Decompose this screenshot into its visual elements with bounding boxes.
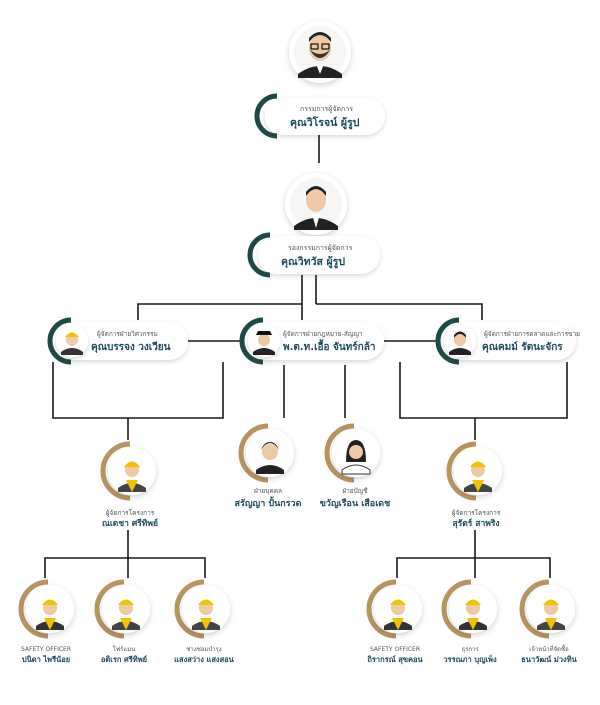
deputy-avatar [285, 173, 347, 235]
female-worker-icon [459, 599, 487, 630]
s1-name: ปนิดา ไพรีน้อย [22, 654, 70, 664]
police-officer-icon [253, 331, 275, 355]
s2-avatar [94, 579, 150, 639]
pm1-avatar [100, 441, 156, 501]
s3-name: แสงสว่าง แสงสอน [174, 655, 235, 664]
hr-title: ฝ่ายบุคคล [254, 487, 282, 495]
deputy-title: รองกรรมการผู้จัดการ [288, 244, 353, 252]
acc-avatar [324, 423, 380, 483]
female-worker-icon [384, 599, 412, 630]
ceo-title: กรรมการผู้จัดการ [300, 105, 353, 113]
s5-avatar [441, 579, 497, 639]
s4-avatar [366, 579, 422, 639]
female-worker-icon [36, 599, 64, 630]
s1-avatar [18, 579, 74, 639]
engineer-icon [61, 332, 83, 355]
pm2-title: ผู้จัดการโครงการ [452, 509, 501, 517]
eng-manager-title: ผู้จัดการฝ่ายวิศวกรรม [97, 330, 158, 338]
hr-name: สรัญญา ปั้นกรวด [235, 496, 302, 509]
worker-icon [464, 461, 492, 492]
worker-icon [118, 461, 146, 492]
deputy-name: คุณวิทวัส ผู้รูป [281, 255, 345, 269]
s2-name: อติเรก ศรีทิพย์ [101, 655, 147, 664]
ceo-name: คุณวิโรจน์ ผู้รูป [290, 116, 360, 130]
eng-manager-name: คุณบรรจง วงเวียน [91, 341, 171, 353]
s4-title: SAFETY OFFICER [370, 646, 420, 653]
worker-icon [112, 599, 140, 630]
businessman-icon [290, 178, 342, 230]
acc-title: ฝ่ายบัญชี [342, 487, 368, 495]
hr-avatar [238, 423, 294, 483]
s5-name: วรรณภา บุญเพ็ง [443, 654, 497, 664]
pm1-name: ณเดชา ศรีทิพย์ [102, 518, 158, 529]
s6-name: ธนาวัฒน์ ม่วงทิน [521, 655, 577, 664]
legal-manager-title: ผู้จัดการฝ่ายกฎหมาย-สัญญา [283, 330, 363, 338]
ceo-avatar [289, 21, 351, 83]
s5-title: ธุรการ [461, 646, 479, 653]
mkt-manager-card [435, 317, 576, 365]
bearded-man-icon [294, 26, 346, 78]
pm2-avatar [446, 441, 502, 501]
mkt-manager-name: คุณคมม์ รัตนะจักร [482, 341, 563, 353]
legal-manager-name: พ.ต.ท.เอื้อ จันทร์กล้า [283, 339, 375, 353]
s4-name: ถิรากรณ์ สุขคอน [367, 655, 424, 664]
ceo-card [254, 93, 385, 139]
manager-icon [449, 331, 471, 355]
mkt-manager-title: ผู้จัดการฝ่ายการตลาดและการขาย [484, 330, 580, 338]
worker-icon [192, 599, 220, 630]
s6-title: เจ้าหน้าที่จัดซื้อ [529, 643, 569, 653]
worker-icon [537, 599, 565, 630]
s1-title: SAFETY OFFICER [21, 646, 71, 653]
s6-avatar [519, 579, 575, 639]
woman-long-hair-icon [341, 440, 371, 475]
eng-manager-card [47, 317, 188, 365]
s2-title: โฟร์แมน [113, 645, 136, 653]
woman-icon [256, 442, 284, 474]
deputy-card [247, 232, 380, 278]
s3-title: ช่างซ่อมบำรุง [186, 646, 221, 653]
connector-lines [44, 135, 568, 578]
s3-avatar [174, 579, 230, 639]
acc-name: ขวัญเรือน เสือเดช [320, 497, 390, 509]
legal-manager-card [239, 317, 384, 365]
pm2-name: สุรัตร์ สาพริง [452, 518, 499, 529]
pm1-title: ผู้จัดการโครงการ [106, 509, 155, 517]
